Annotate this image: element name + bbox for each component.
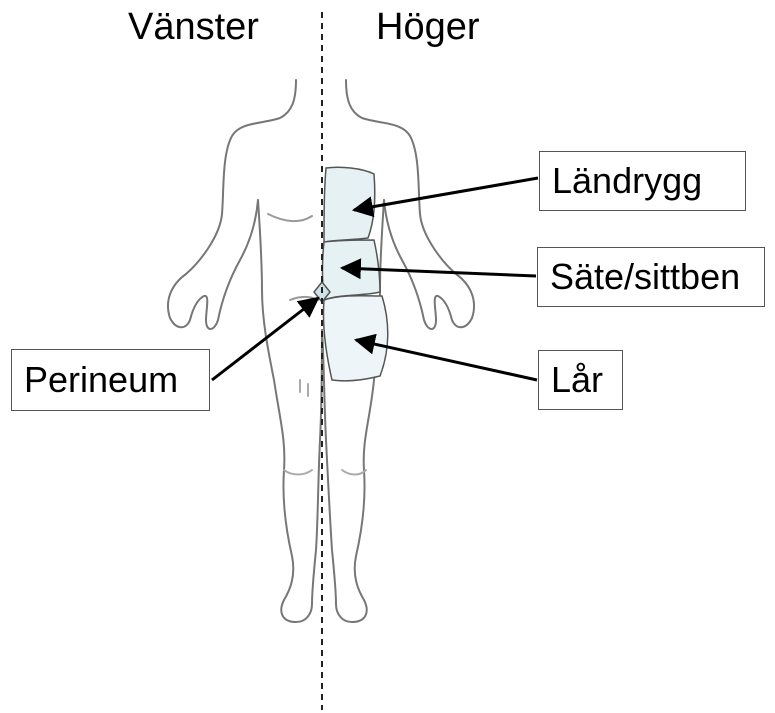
- callout-perineum: Perineum: [11, 349, 210, 411]
- right-side-label: Höger: [376, 4, 480, 50]
- arrow-landrygg: [354, 178, 538, 210]
- callout-landrygg: Ländrygg: [539, 151, 746, 211]
- callout-sate-sittben: Säte/sittben: [537, 247, 765, 307]
- region-landrygg: [324, 167, 375, 242]
- highlighted-regions: [314, 167, 388, 381]
- callout-lar: Lår: [538, 350, 623, 410]
- arrow-perineum: [212, 298, 318, 380]
- left-side-label: Vänster: [128, 4, 259, 50]
- region-lar: [323, 296, 387, 381]
